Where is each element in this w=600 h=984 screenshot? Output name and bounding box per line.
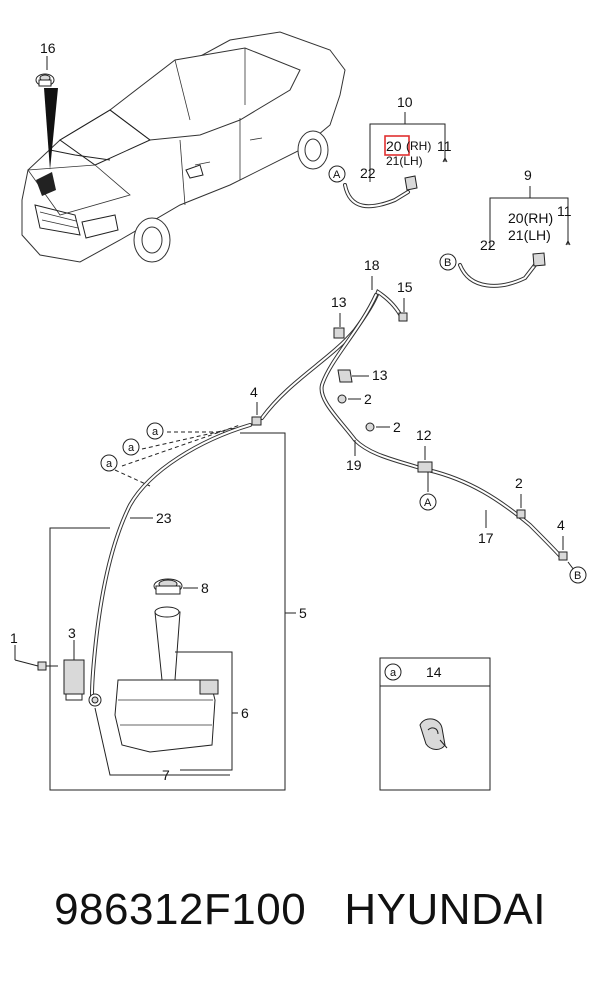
callout-11-a: 11 (437, 138, 452, 154)
callout-17: 17 (478, 530, 494, 546)
brand-name: HYUNDAI (344, 885, 546, 934)
callout-2-b: 2 (393, 419, 401, 435)
callout-13-a: 13 (331, 294, 347, 310)
ref-A-bottom: A (424, 497, 432, 509)
callout-8: 8 (201, 580, 209, 596)
callout-6: 6 (241, 705, 249, 721)
nozzle-group-b: 9 20(RH) 11 21(LH) 22 B (439, 167, 572, 288)
callout-16: 16 (40, 40, 56, 56)
ref-a-1: a (106, 458, 113, 470)
nozzle-group-a: 10 20 (RH) 11 21(LH) 22 A (328, 94, 452, 209)
part-16-grommet: 16 (35, 40, 56, 87)
callout-19: 19 (346, 457, 362, 473)
callout-14: 14 (426, 664, 442, 680)
callout-21-a: 21(LH) (386, 154, 423, 168)
reservoir-assembly: 4 5 a a a 23 8 (10, 384, 307, 791)
ref-a-3: a (152, 426, 159, 438)
ref-B-top: B (444, 257, 451, 269)
callout-22-a: 22 (360, 165, 376, 181)
footer-caption: 986312F100 HYUNDAI (0, 870, 600, 950)
callout-4-a: 4 (250, 384, 258, 400)
callout-2-a: 2 (364, 391, 372, 407)
callout-12: 12 (416, 427, 432, 443)
callout-3: 3 (68, 625, 76, 641)
ref-A-top: A (333, 169, 341, 181)
inset-clip-14: a 14 (379, 657, 491, 791)
callout-13-b: 13 (372, 367, 388, 383)
ref-a-inset: a (390, 667, 397, 679)
callout-20-rh-a: (RH) (406, 139, 431, 153)
ref-B-bottom: B (574, 570, 581, 582)
callout-1: 1 (10, 630, 18, 646)
callout-4-b: 4 (557, 517, 565, 533)
callout-5: 5 (299, 605, 307, 621)
callout-7: 7 (162, 767, 170, 783)
car-illustration (21, 31, 346, 263)
part-number: 986312F100 (54, 885, 307, 934)
ref-a-2: a (128, 442, 135, 454)
callout-18: 18 (364, 257, 380, 273)
callout-10: 10 (397, 94, 413, 110)
callout-20-b: 20(RH) (508, 210, 553, 226)
caption-gap (306, 885, 344, 935)
callout-11-b: 11 (557, 203, 572, 219)
callout-20-a: 20 (386, 138, 402, 154)
highlight-box (384, 135, 410, 156)
callout-22-b: 22 (480, 237, 496, 253)
callout-15: 15 (397, 279, 413, 295)
callout-2-c: 2 (515, 475, 523, 491)
callout-23: 23 (156, 510, 172, 526)
callout-9: 9 (524, 167, 532, 183)
callout-21-b: 21(LH) (508, 227, 551, 243)
hose-assembly: 18 19 17 15 13 13 2 2 2 (260, 257, 587, 584)
